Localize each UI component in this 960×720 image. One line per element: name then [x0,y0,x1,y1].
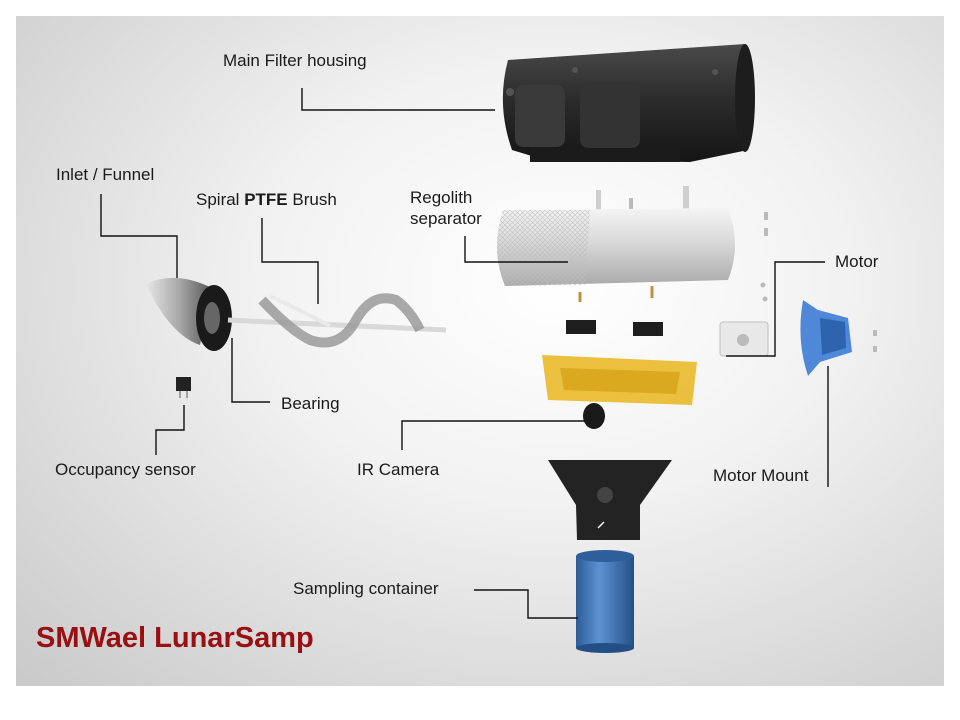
spiral-ptfe-brush-part [227,293,447,348]
yellow-tray-part [542,355,697,405]
label-motor: Motor [835,252,879,271]
leader-sampling-container [474,589,578,619]
label-regolith-line2: separator [410,209,482,228]
leader-bearing [231,338,270,403]
label-motor-mount: Motor Mount [713,466,809,485]
screws-part [760,212,877,352]
label-sampling-container: Sampling container [293,579,439,598]
label-spiral-bold: PTFE [244,190,288,209]
ir-camera-part [583,403,605,429]
label-bearing: Bearing [281,394,340,413]
regolith-separator-part [496,186,735,302]
label-regolith-separator: Regolith separator [410,187,482,229]
label-main-filter-housing: Main Filter housing [223,51,367,70]
main-filter-housing-part [502,44,755,162]
inlet-funnel-part [146,277,232,351]
lower-funnel-part [548,460,672,540]
leader-regolith-separator [464,236,568,263]
project-title: SMWael LunarSamp [36,622,314,654]
motor-mount-part [800,300,852,376]
leader-inlet-funnel [100,194,178,278]
leader-spiral-brush [261,218,319,304]
label-spiral-prefix: Spiral [196,190,245,209]
motor-part [719,321,769,357]
leader-main-filter-housing [301,88,495,111]
leader-occupancy-sensor [155,405,185,455]
separator-brackets-part [566,320,663,336]
label-regolith-line1: Regolith [410,188,473,207]
leader-ir-camera [401,420,585,450]
label-spiral-ptfe-brush: Spiral PTFE Brush [196,189,337,210]
label-inlet-funnel: Inlet / Funnel [56,165,155,184]
sampling-container-part [576,550,634,653]
occupancy-sensor-part [176,377,191,398]
label-occupancy-sensor: Occupancy sensor [55,460,196,479]
leader-motor [726,261,825,357]
diagram-background [16,16,944,686]
label-ir-camera: IR Camera [357,460,440,479]
leader-lines [100,88,829,619]
label-spiral-suffix: Brush [287,190,337,209]
